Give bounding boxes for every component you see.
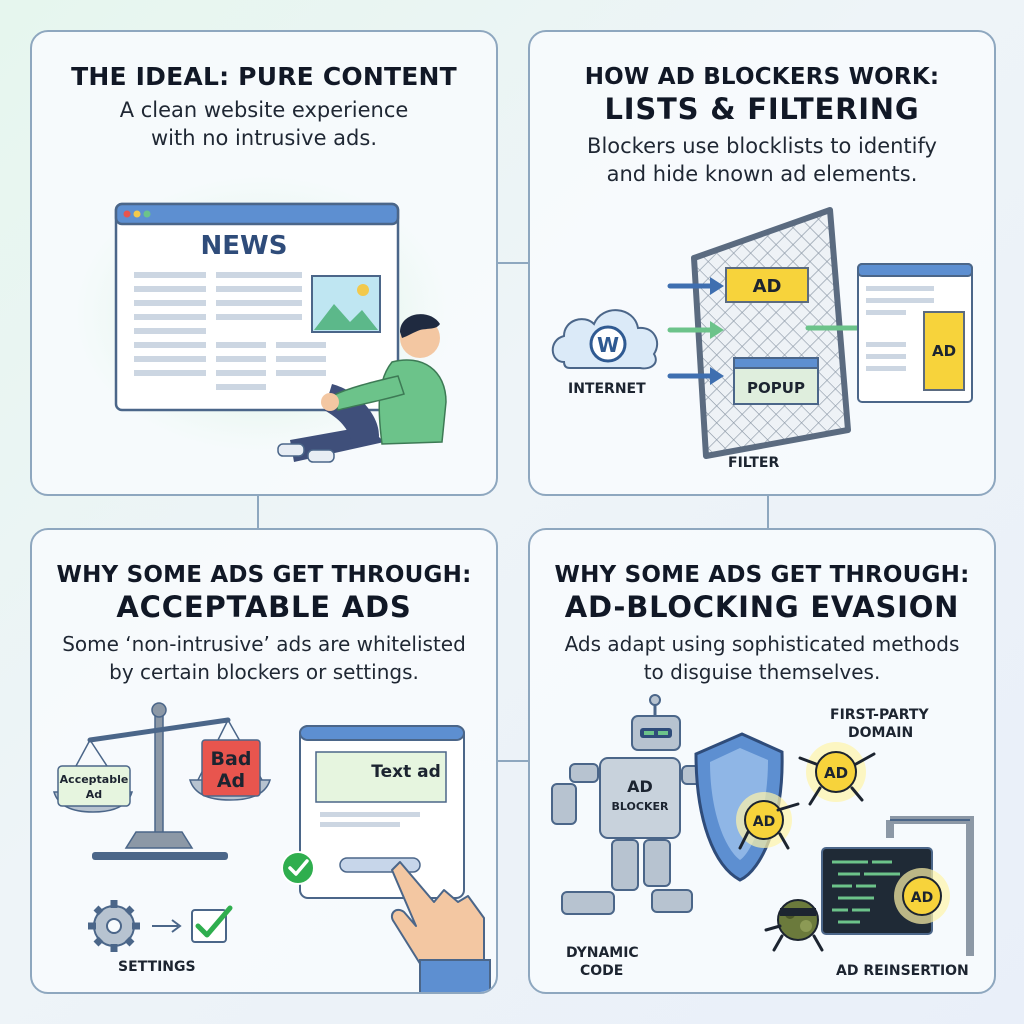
panel-ideal-content: THE IDEAL: PURE CONTENT A clean website … bbox=[30, 30, 498, 496]
panel-description-line2: by certain blockers or settings. bbox=[109, 660, 419, 684]
svg-text:W: W bbox=[597, 333, 619, 357]
connector-top bbox=[498, 262, 528, 264]
clean-page-window: AD bbox=[857, 263, 973, 403]
ad-badge: AD bbox=[753, 276, 782, 297]
connector-bottom bbox=[498, 760, 528, 762]
ad-coin-label: AD bbox=[753, 814, 775, 830]
panel-title-line1: HOW AD BLOCKERS WORK: bbox=[584, 64, 940, 90]
text-ad-label: Text ad bbox=[371, 762, 441, 782]
bad-ad-label-line2: Ad bbox=[217, 770, 245, 792]
panel-description-line2: with no intrusive ads. bbox=[151, 126, 377, 150]
acceptable-ad-label-line2: Ad bbox=[86, 788, 102, 801]
panel-ad-blocking-evasion: WHY SOME ADS GET THROUGH: AD-BLOCKING EV… bbox=[528, 528, 996, 994]
popup-badge: POPUP bbox=[747, 379, 805, 397]
panel-description-line1: Blockers use blocklists to identify bbox=[587, 134, 937, 158]
gear-icon bbox=[88, 900, 140, 952]
archway-icon bbox=[886, 816, 974, 956]
bad-ad-label-line1: Bad bbox=[211, 748, 252, 770]
panel-title-line2: AD-BLOCKING EVASION bbox=[564, 590, 960, 624]
filter-label: FILTER bbox=[728, 455, 780, 471]
ad-reinsertion-label: AD REINSERTION bbox=[836, 963, 969, 979]
connector-left bbox=[257, 496, 259, 528]
ad-coin-shielded: AD bbox=[736, 792, 800, 850]
news-heading: NEWS bbox=[201, 231, 288, 261]
pointing-hand-icon bbox=[390, 861, 491, 992]
ad-blocker-robot-icon: AD BLOCKER bbox=[551, 694, 719, 915]
panel-description-line2: and hide known ad elements. bbox=[606, 162, 918, 186]
page-ad-badge: AD bbox=[932, 342, 956, 360]
panel-description-line2: to disguise themselves. bbox=[643, 660, 881, 684]
ad-coin-first-party: AD bbox=[798, 742, 876, 806]
robot-label-line2: BLOCKER bbox=[612, 800, 669, 813]
internet-label: INTERNET bbox=[568, 381, 646, 397]
relaxed-person-icon bbox=[277, 314, 447, 463]
checkbox-checked-icon bbox=[191, 905, 233, 943]
dynamic-code-label-line1: DYNAMIC bbox=[566, 945, 639, 961]
panel-acceptable-ads: WHY SOME ADS GET THROUGH: ACCEPTABLE ADS… bbox=[30, 528, 498, 994]
toggle-check-icon bbox=[281, 851, 315, 885]
ad-coin-reinsertion: AD bbox=[894, 868, 950, 924]
panel-description-line1: A clean website experience bbox=[119, 98, 409, 122]
panel-title-line2: ACCEPTABLE ADS bbox=[116, 590, 412, 624]
acceptable-ads-illustration: Acceptable Ad Bad Ad Text ad bbox=[52, 702, 491, 992]
news-browser-window: NEWS bbox=[114, 202, 400, 412]
panel-lists-filtering: HOW AD BLOCKERS WORK: LISTS & FILTERING … bbox=[528, 30, 996, 496]
landscape-image-icon bbox=[311, 275, 381, 333]
panel-title: THE IDEAL: PURE CONTENT bbox=[71, 62, 457, 91]
panel-description-line1: Some ‘non-intrusive’ ads are whitelisted bbox=[62, 632, 466, 656]
panel-description-line1: Ads adapt using sophisticated methods bbox=[564, 632, 960, 656]
first-party-label-line2: DOMAIN bbox=[848, 725, 914, 741]
text-ad-browser-window: Text ad bbox=[299, 725, 465, 899]
first-party-label-line1: FIRST-PARTY bbox=[830, 707, 929, 723]
acceptable-ad-label-line1: Acceptable bbox=[60, 773, 129, 786]
camouflaged-ninja-icon bbox=[764, 899, 824, 952]
settings-label: SETTINGS bbox=[118, 959, 196, 975]
ad-coin-label: AD bbox=[911, 890, 933, 906]
robot-label-line1: AD bbox=[627, 777, 653, 796]
ad-coin-label: AD bbox=[824, 764, 848, 782]
panel-title-line1: WHY SOME ADS GET THROUGH: bbox=[554, 562, 970, 588]
pure-content-illustration: NEWS bbox=[72, 174, 452, 463]
dynamic-code-label-line2: CODE bbox=[580, 963, 624, 979]
panel-title-line1: WHY SOME ADS GET THROUGH: bbox=[56, 562, 472, 588]
internet-cloud-icon: W bbox=[551, 309, 659, 370]
connector-right bbox=[767, 496, 769, 528]
filtering-illustration: W AD POPUP bbox=[551, 207, 973, 459]
evasion-illustration: AD BLOCKER AD AD bbox=[551, 694, 974, 956]
panel-title-line2: LISTS & FILTERING bbox=[604, 92, 920, 126]
